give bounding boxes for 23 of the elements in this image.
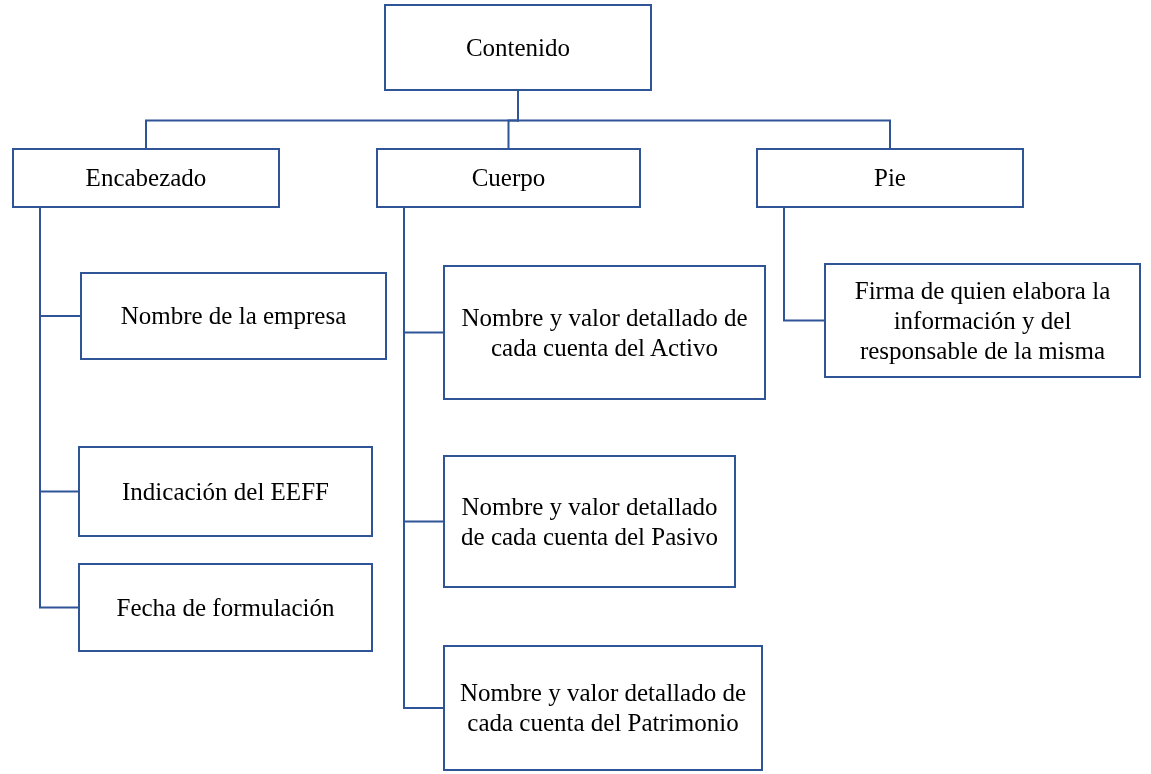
box-label: Firma de quien elabora la información y del responsable de la misma <box>853 275 1112 366</box>
box-label: Nombre y valor detallado de cada cuenta del Patrimonio <box>459 678 747 738</box>
text-box <box>443 265 766 400</box>
text-box <box>78 446 373 537</box>
text-box <box>756 148 1024 208</box>
box-label: Nombre y valor detallado de cada cuenta del Pasivo <box>460 491 719 552</box>
text-box <box>78 563 373 652</box>
text-box <box>443 645 763 771</box>
box-label: Contenido <box>465 32 571 63</box>
connector-line <box>783 207 825 322</box>
text-box <box>12 148 280 208</box>
box-label: Indicación del EEFF <box>122 476 329 507</box>
box-label: Encabezado <box>85 163 207 193</box>
box-label: Pie <box>874 163 906 193</box>
text-box <box>824 263 1141 378</box>
text-box <box>376 148 641 208</box>
text-box <box>443 455 736 588</box>
box-label: Nombre y valor detallado de cada cuenta del Activo <box>460 302 749 363</box>
text-box <box>384 4 652 91</box>
box-label: Fecha de formulación <box>116 592 335 623</box>
box-label: Nombre de la empresa <box>120 301 347 331</box>
box-label: Cuerpo <box>471 163 546 193</box>
text-box <box>80 272 387 360</box>
